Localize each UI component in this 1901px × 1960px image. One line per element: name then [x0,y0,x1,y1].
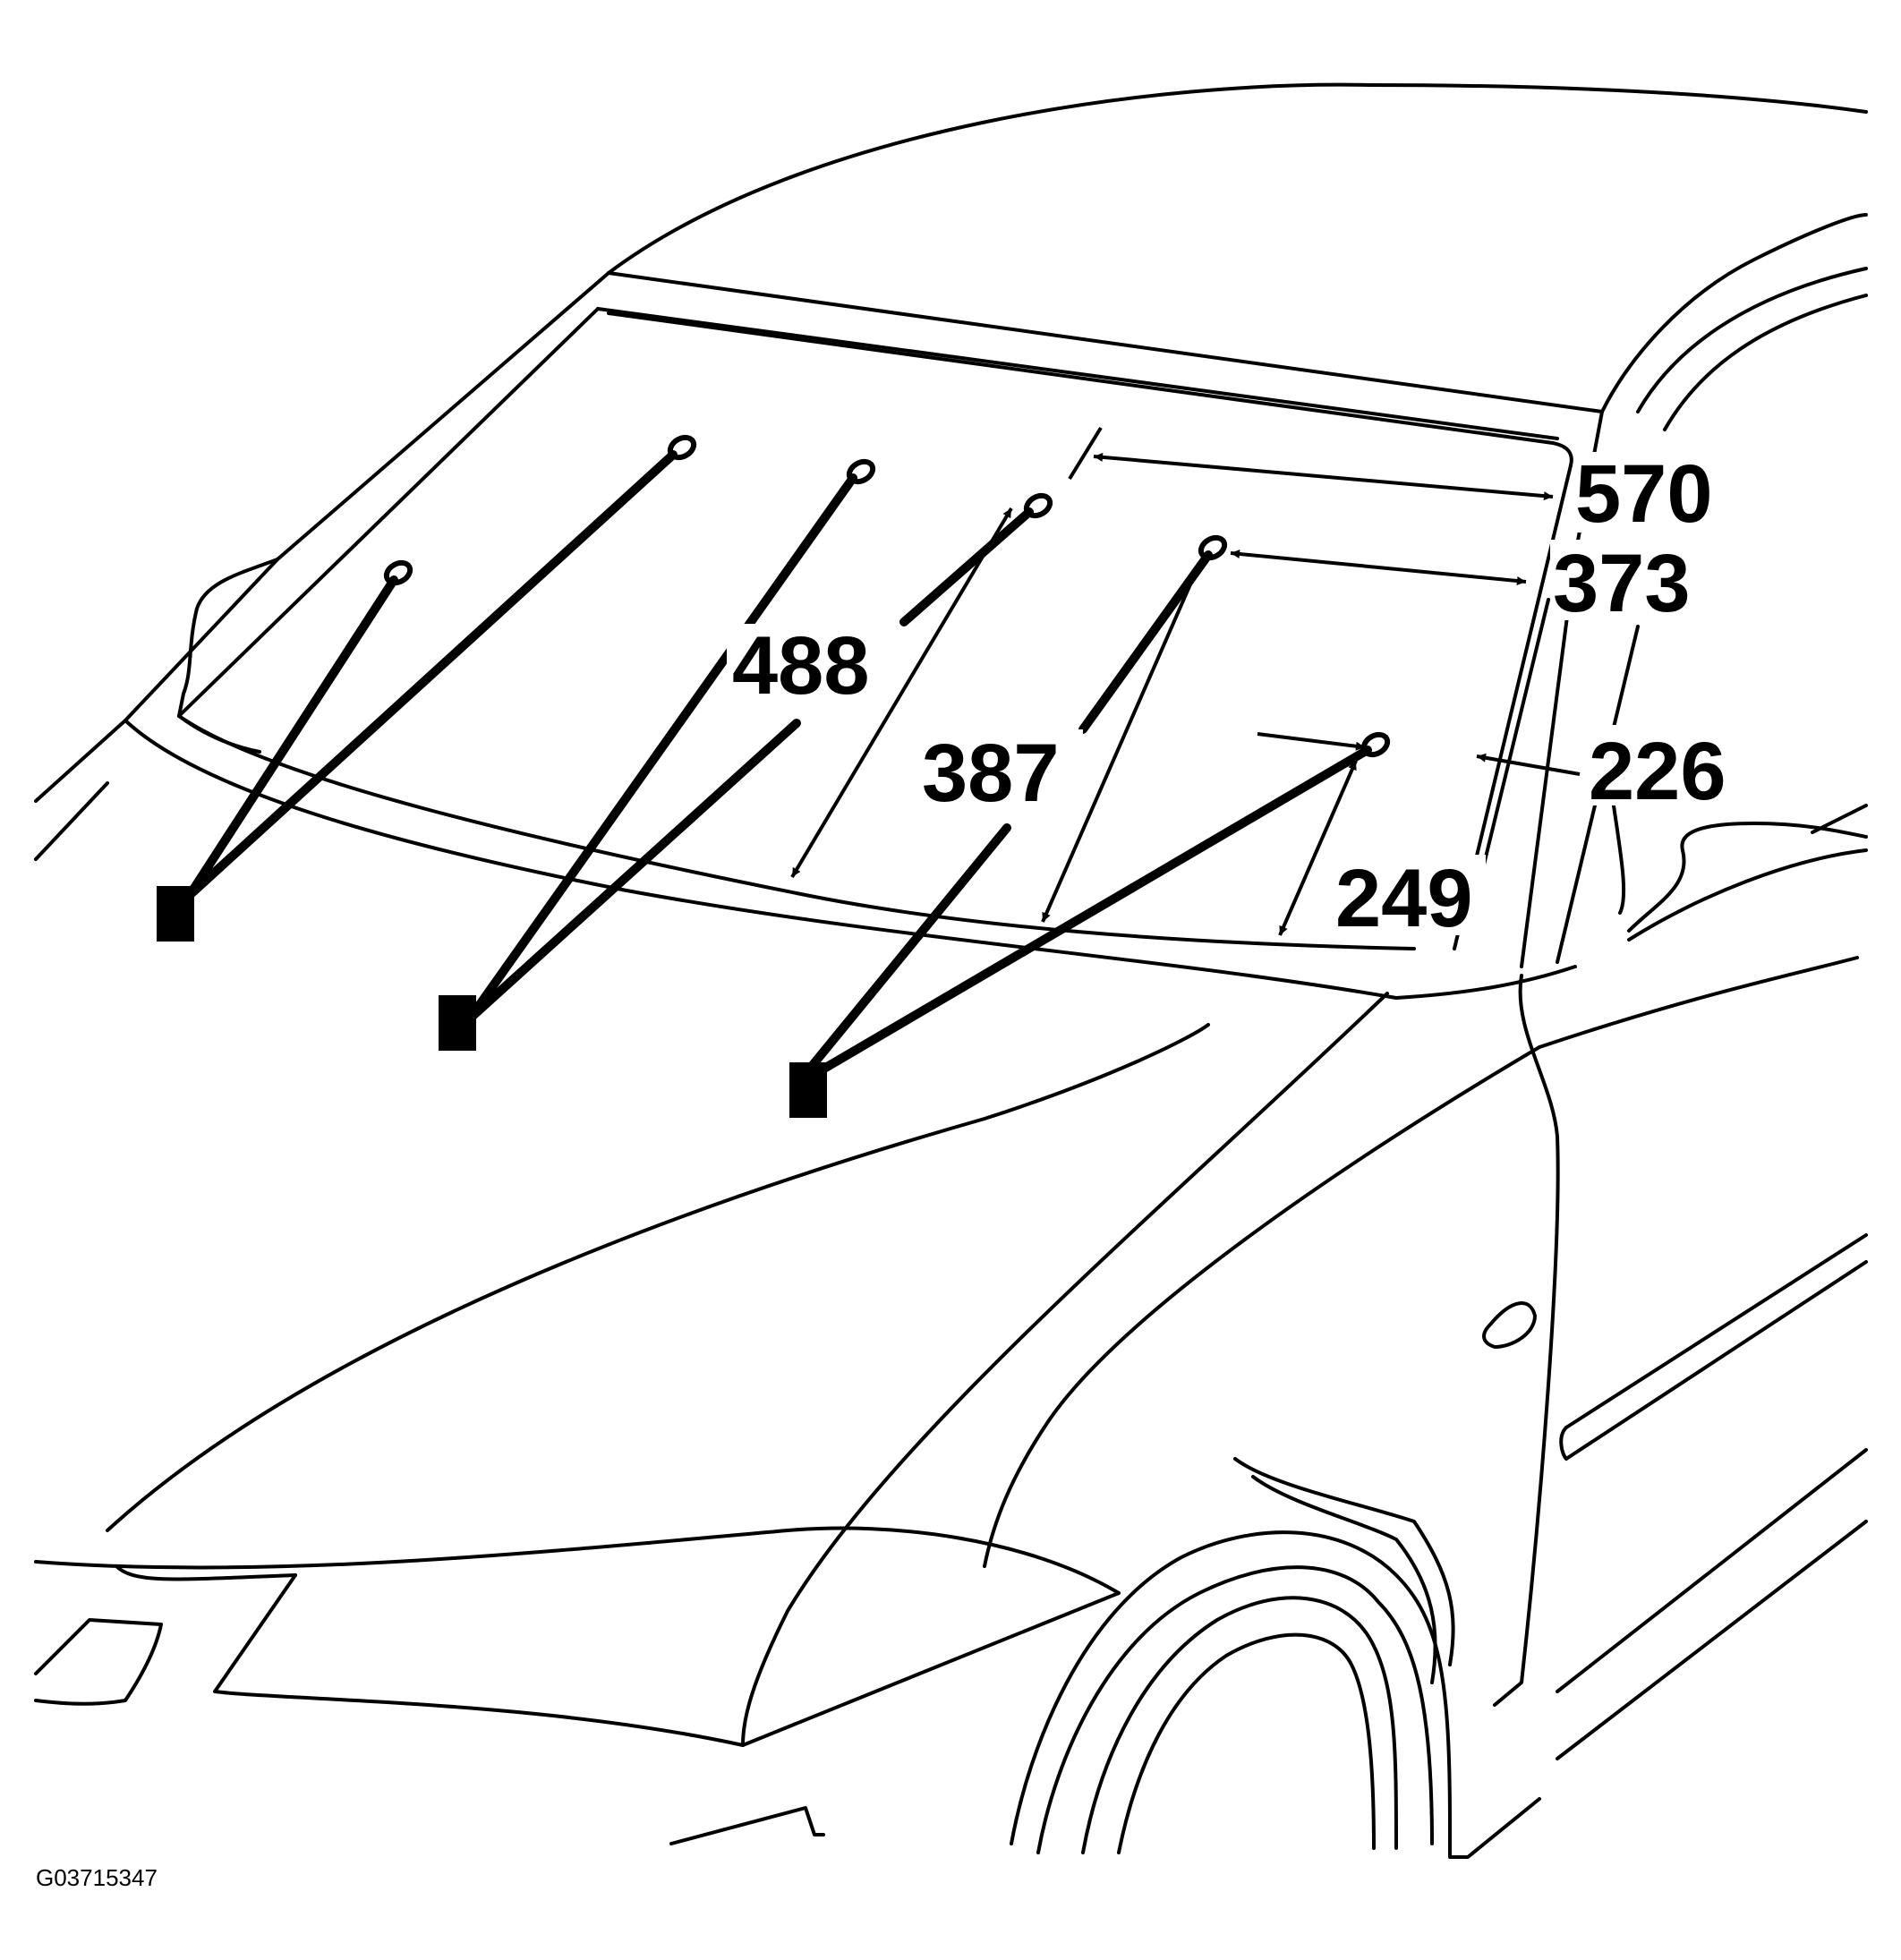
hood-line [106,1023,1210,1532]
car-body-outline [34,82,1868,1859]
callout-box-2 [439,995,476,1051]
front-wheel-arch [1010,1530,1452,1845]
callout-box-3 [789,1062,827,1118]
right-a-pillar [1600,213,1868,413]
dimension-lines [790,426,1581,936]
roof-line [607,82,1868,275]
front-fender [741,992,1389,1747]
callout-boxes [157,886,827,1118]
dim-line-387 [1041,563,1201,923]
dim-label-373: 373 [1553,538,1691,629]
dim-line-226 [1257,732,1366,751]
dimension-labels: 570 373 488 387 226 249 [727,448,1732,944]
dim-line-373 [1230,549,1527,586]
left-mirror [177,558,279,718]
windshield-top-trim [607,271,1604,413]
dim-line-570 [1093,452,1554,501]
dim-label-226: 226 [1589,726,1726,817]
door-side-molding [1564,1233,1868,1429]
front-bumper [34,1526,1121,1595]
dim-label-570: 570 [1575,448,1713,540]
callout-box-1 [157,886,194,942]
dim-label-488: 488 [732,620,870,712]
callout-leaders [185,450,1372,1089]
dim-label-387: 387 [922,728,1060,819]
side-marker-lamp [1482,1301,1537,1349]
dim-line-249 [1278,760,1358,936]
figure-id: G03715347 [36,1864,158,1891]
dim-line-488 [790,507,1013,879]
clip-positions [383,434,1391,758]
left-a-pillar [124,271,610,722]
dim-label-249: 249 [1335,853,1473,944]
front-tire [1081,1596,1398,1854]
